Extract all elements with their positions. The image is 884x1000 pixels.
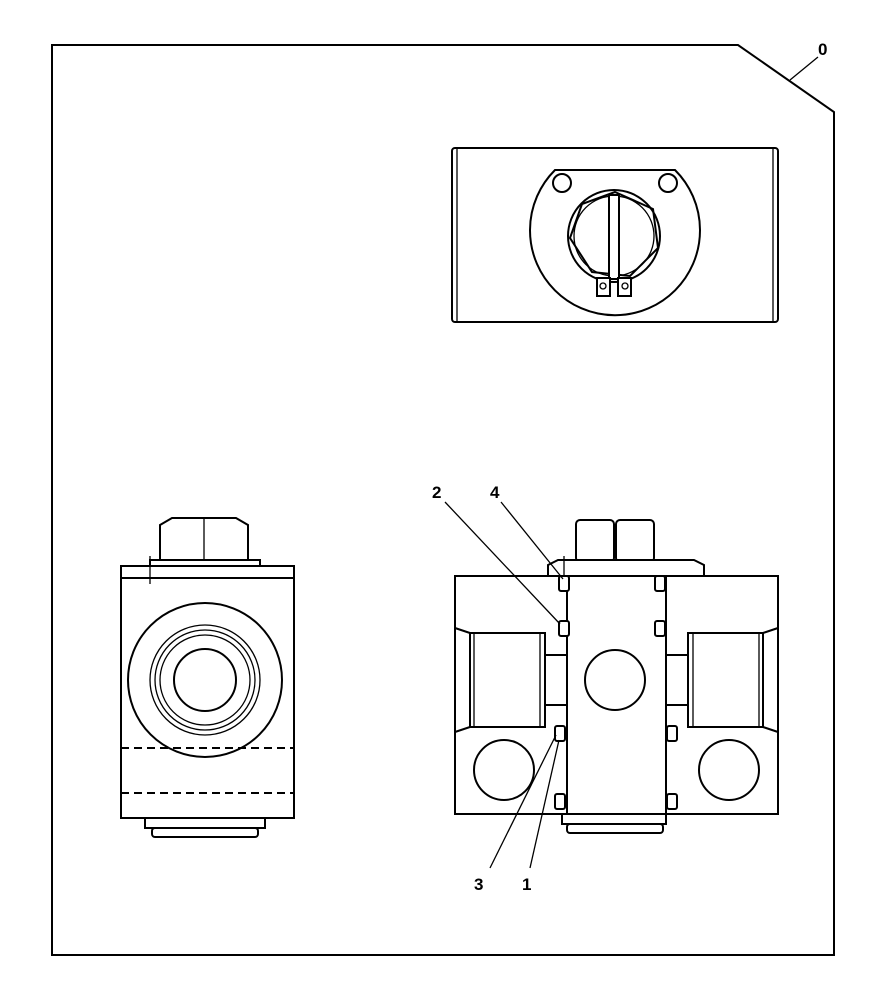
- side-view-base-plate: [144, 817, 266, 829]
- front-view-seal-br: [666, 793, 678, 810]
- top-view-clip-tab-left: [596, 277, 611, 297]
- top-view-bolt-hole-left: [552, 173, 572, 193]
- side-view-port-ring-2: [154, 629, 256, 731]
- callout-3: 3: [474, 875, 483, 894]
- callout-4: 4: [490, 483, 500, 502]
- top-view-bolt-hole-right: [658, 173, 678, 193]
- front-view-base-plate: [561, 813, 667, 825]
- top-view-knob-slot: [608, 194, 620, 280]
- front-view-top-plate: [547, 559, 705, 577]
- top-view-knob-outer: [567, 189, 661, 283]
- side-view-port-outer: [127, 602, 283, 758]
- callout-2: 2: [432, 483, 441, 502]
- front-view-base-foot: [566, 823, 664, 834]
- front-view-seal-bl: [554, 793, 566, 810]
- side-view-body: [120, 577, 295, 819]
- callout-1: 1: [522, 875, 531, 894]
- side-view-port-bore: [173, 648, 237, 712]
- top-view: [451, 147, 779, 323]
- side-view: [120, 517, 295, 838]
- front-view-spool: [566, 575, 667, 815]
- callout-0: 0: [818, 40, 827, 59]
- front-view-seal-tr: [654, 575, 666, 592]
- front-view-right-port: [762, 627, 779, 733]
- top-view-plate: [451, 147, 779, 323]
- callout-2-leader: [444, 501, 561, 625]
- front-view-seal-mr: [654, 620, 666, 637]
- front-view-left-stem: [544, 654, 568, 706]
- front-view-spool-port: [584, 649, 646, 711]
- callout-4-leader: [500, 501, 564, 580]
- side-view-port-ring-3: [159, 634, 251, 726]
- front-view-left-fitting: [469, 632, 546, 728]
- callout-3-leader: [489, 734, 557, 869]
- front-view-hex-nut-left: [575, 519, 615, 563]
- front-view-seal-ml: [558, 620, 570, 637]
- top-view-clip-hole-right: [621, 282, 629, 290]
- side-view-body-cap: [120, 565, 295, 579]
- front-view-seal-lr: [666, 725, 678, 742]
- front-view-left-port: [454, 627, 471, 733]
- callout-0-leader: [789, 56, 819, 81]
- drawing-frame: [51, 44, 835, 956]
- side-view-port-ring-1: [149, 624, 261, 736]
- front-view-seal-tl: [558, 575, 570, 592]
- front-view: [454, 519, 779, 834]
- top-view-clip-tab-right: [617, 277, 632, 297]
- callout-1-leader: [529, 739, 560, 869]
- front-view-lower-port-left: [473, 739, 535, 801]
- top-view-clip-hole-left: [599, 282, 607, 290]
- front-view-lower-port-right: [698, 739, 760, 801]
- side-view-base-foot: [151, 827, 259, 838]
- front-view-right-fitting: [687, 632, 764, 728]
- front-view-seal-ll: [554, 725, 566, 742]
- front-view-right-stem: [665, 654, 689, 706]
- front-view-hex-nut-right: [615, 519, 655, 563]
